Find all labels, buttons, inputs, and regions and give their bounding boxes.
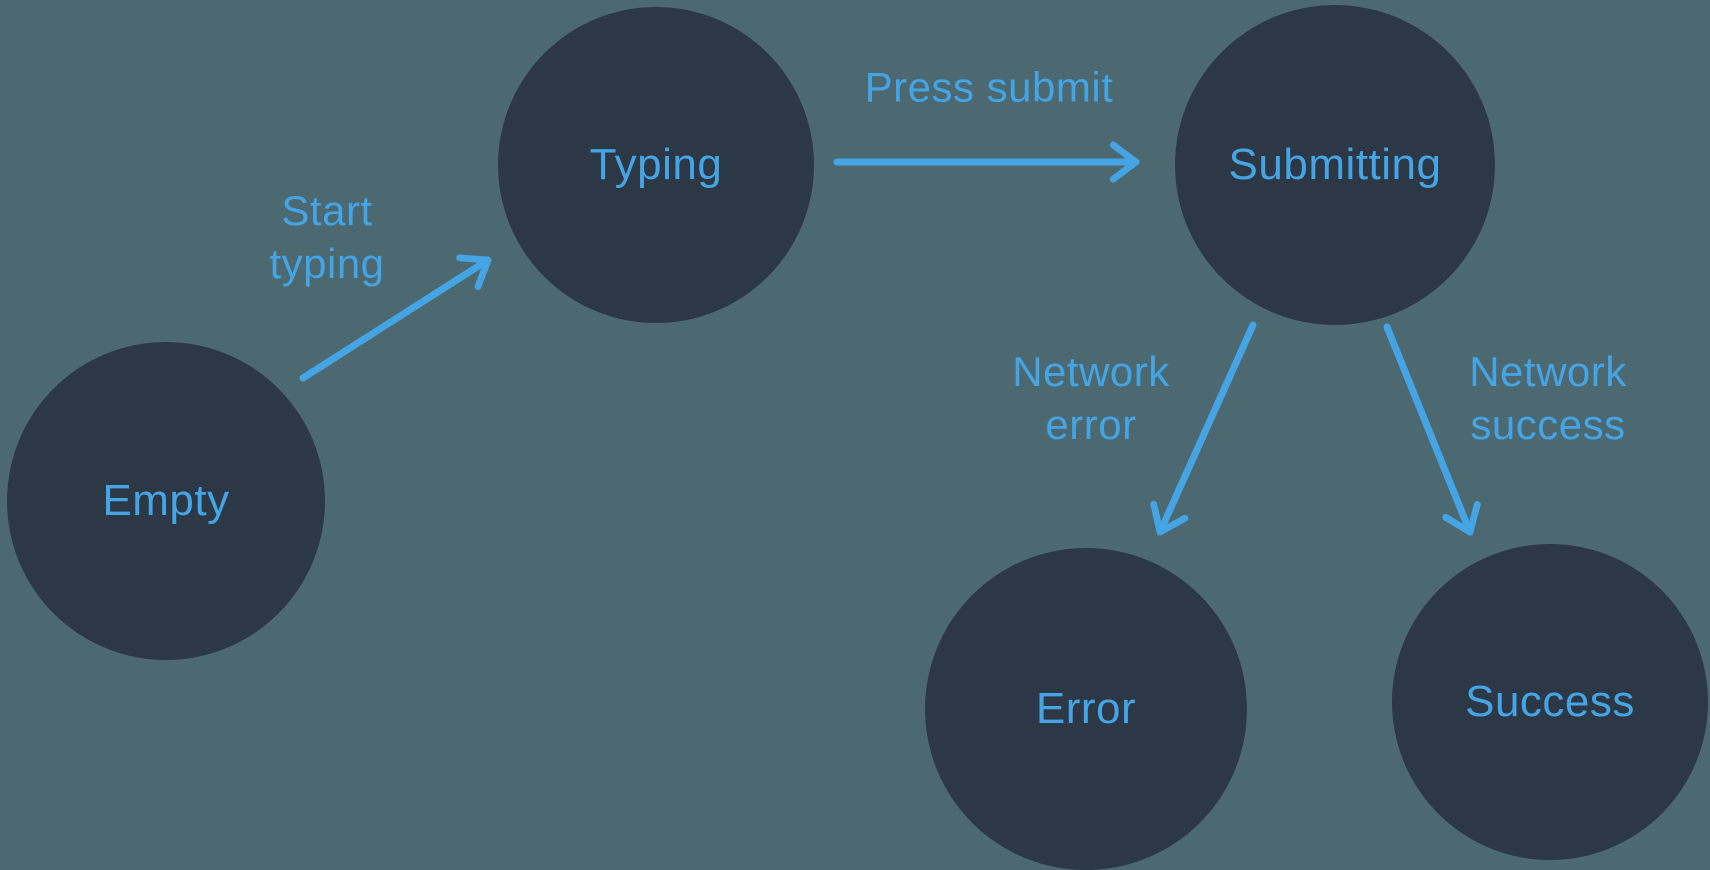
edge-label-line: Press submit <box>864 63 1114 111</box>
state-node-label: Empty <box>102 476 230 525</box>
state-node-label: Typing <box>589 140 723 189</box>
edge-label-start-typing: Start typing <box>269 184 384 290</box>
edge-label-line: Network <box>1012 348 1170 395</box>
edge-network-success-arrow <box>1383 323 1481 536</box>
edge-label-line: typing <box>269 240 385 287</box>
state-node-success: Success <box>1392 544 1708 860</box>
state-node-label: Success <box>1465 677 1635 726</box>
state-node-error: Error <box>925 548 1247 870</box>
edge-start-typing-arrow <box>299 254 492 382</box>
state-node-submitting: Submitting <box>1175 5 1495 325</box>
edge-label-press-submit: Press submit <box>865 61 1114 114</box>
state-node-label: Error <box>1035 684 1137 733</box>
edge-label-line: Network <box>1469 348 1627 395</box>
edge-network-error-arrow <box>1150 321 1257 536</box>
state-node-label: Submitting <box>1228 140 1442 189</box>
edge-label-network-error: Network error <box>1012 345 1170 451</box>
state-node-empty: Empty <box>7 342 325 660</box>
edge-label-line: error <box>1045 401 1137 448</box>
edge-label-line: success <box>1470 401 1626 448</box>
state-node-typing: Typing <box>498 7 814 323</box>
edge-label-network-success: Network success <box>1469 345 1627 451</box>
edge-label-line: Start <box>281 187 373 234</box>
